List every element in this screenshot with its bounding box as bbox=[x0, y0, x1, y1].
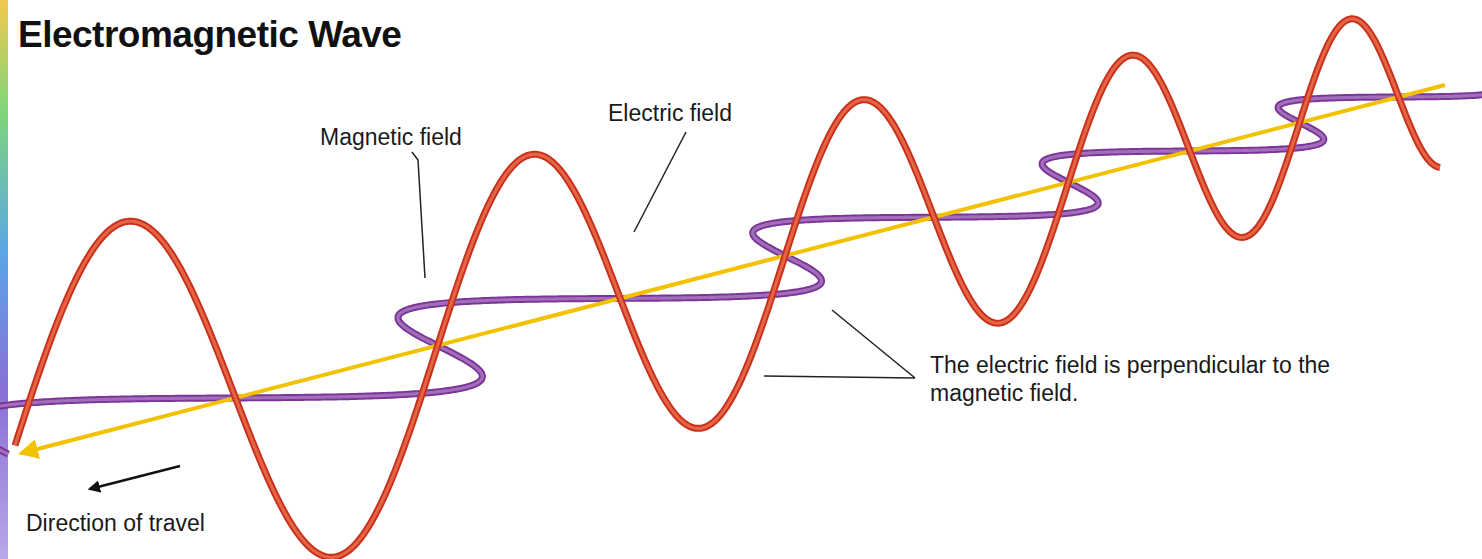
direction-label: Direction of travel bbox=[26, 510, 205, 538]
diagram-title: Electromagnetic Wave bbox=[18, 14, 401, 56]
wave-ribbon-shine bbox=[15, 19, 1440, 557]
wave-ribbon bbox=[15, 19, 1440, 557]
field-label: The electric field is perpendicular to t… bbox=[930, 352, 1350, 407]
spectrum-strip bbox=[0, 0, 8, 559]
field-label: Electric field bbox=[608, 100, 732, 128]
field-label: Magnetic field bbox=[320, 124, 462, 152]
leader-line bbox=[764, 376, 915, 378]
direction-arrow bbox=[90, 466, 180, 489]
leader-line bbox=[634, 132, 686, 232]
leader-line bbox=[412, 152, 425, 278]
leader-line bbox=[832, 310, 915, 378]
electric-wave bbox=[15, 19, 1440, 557]
